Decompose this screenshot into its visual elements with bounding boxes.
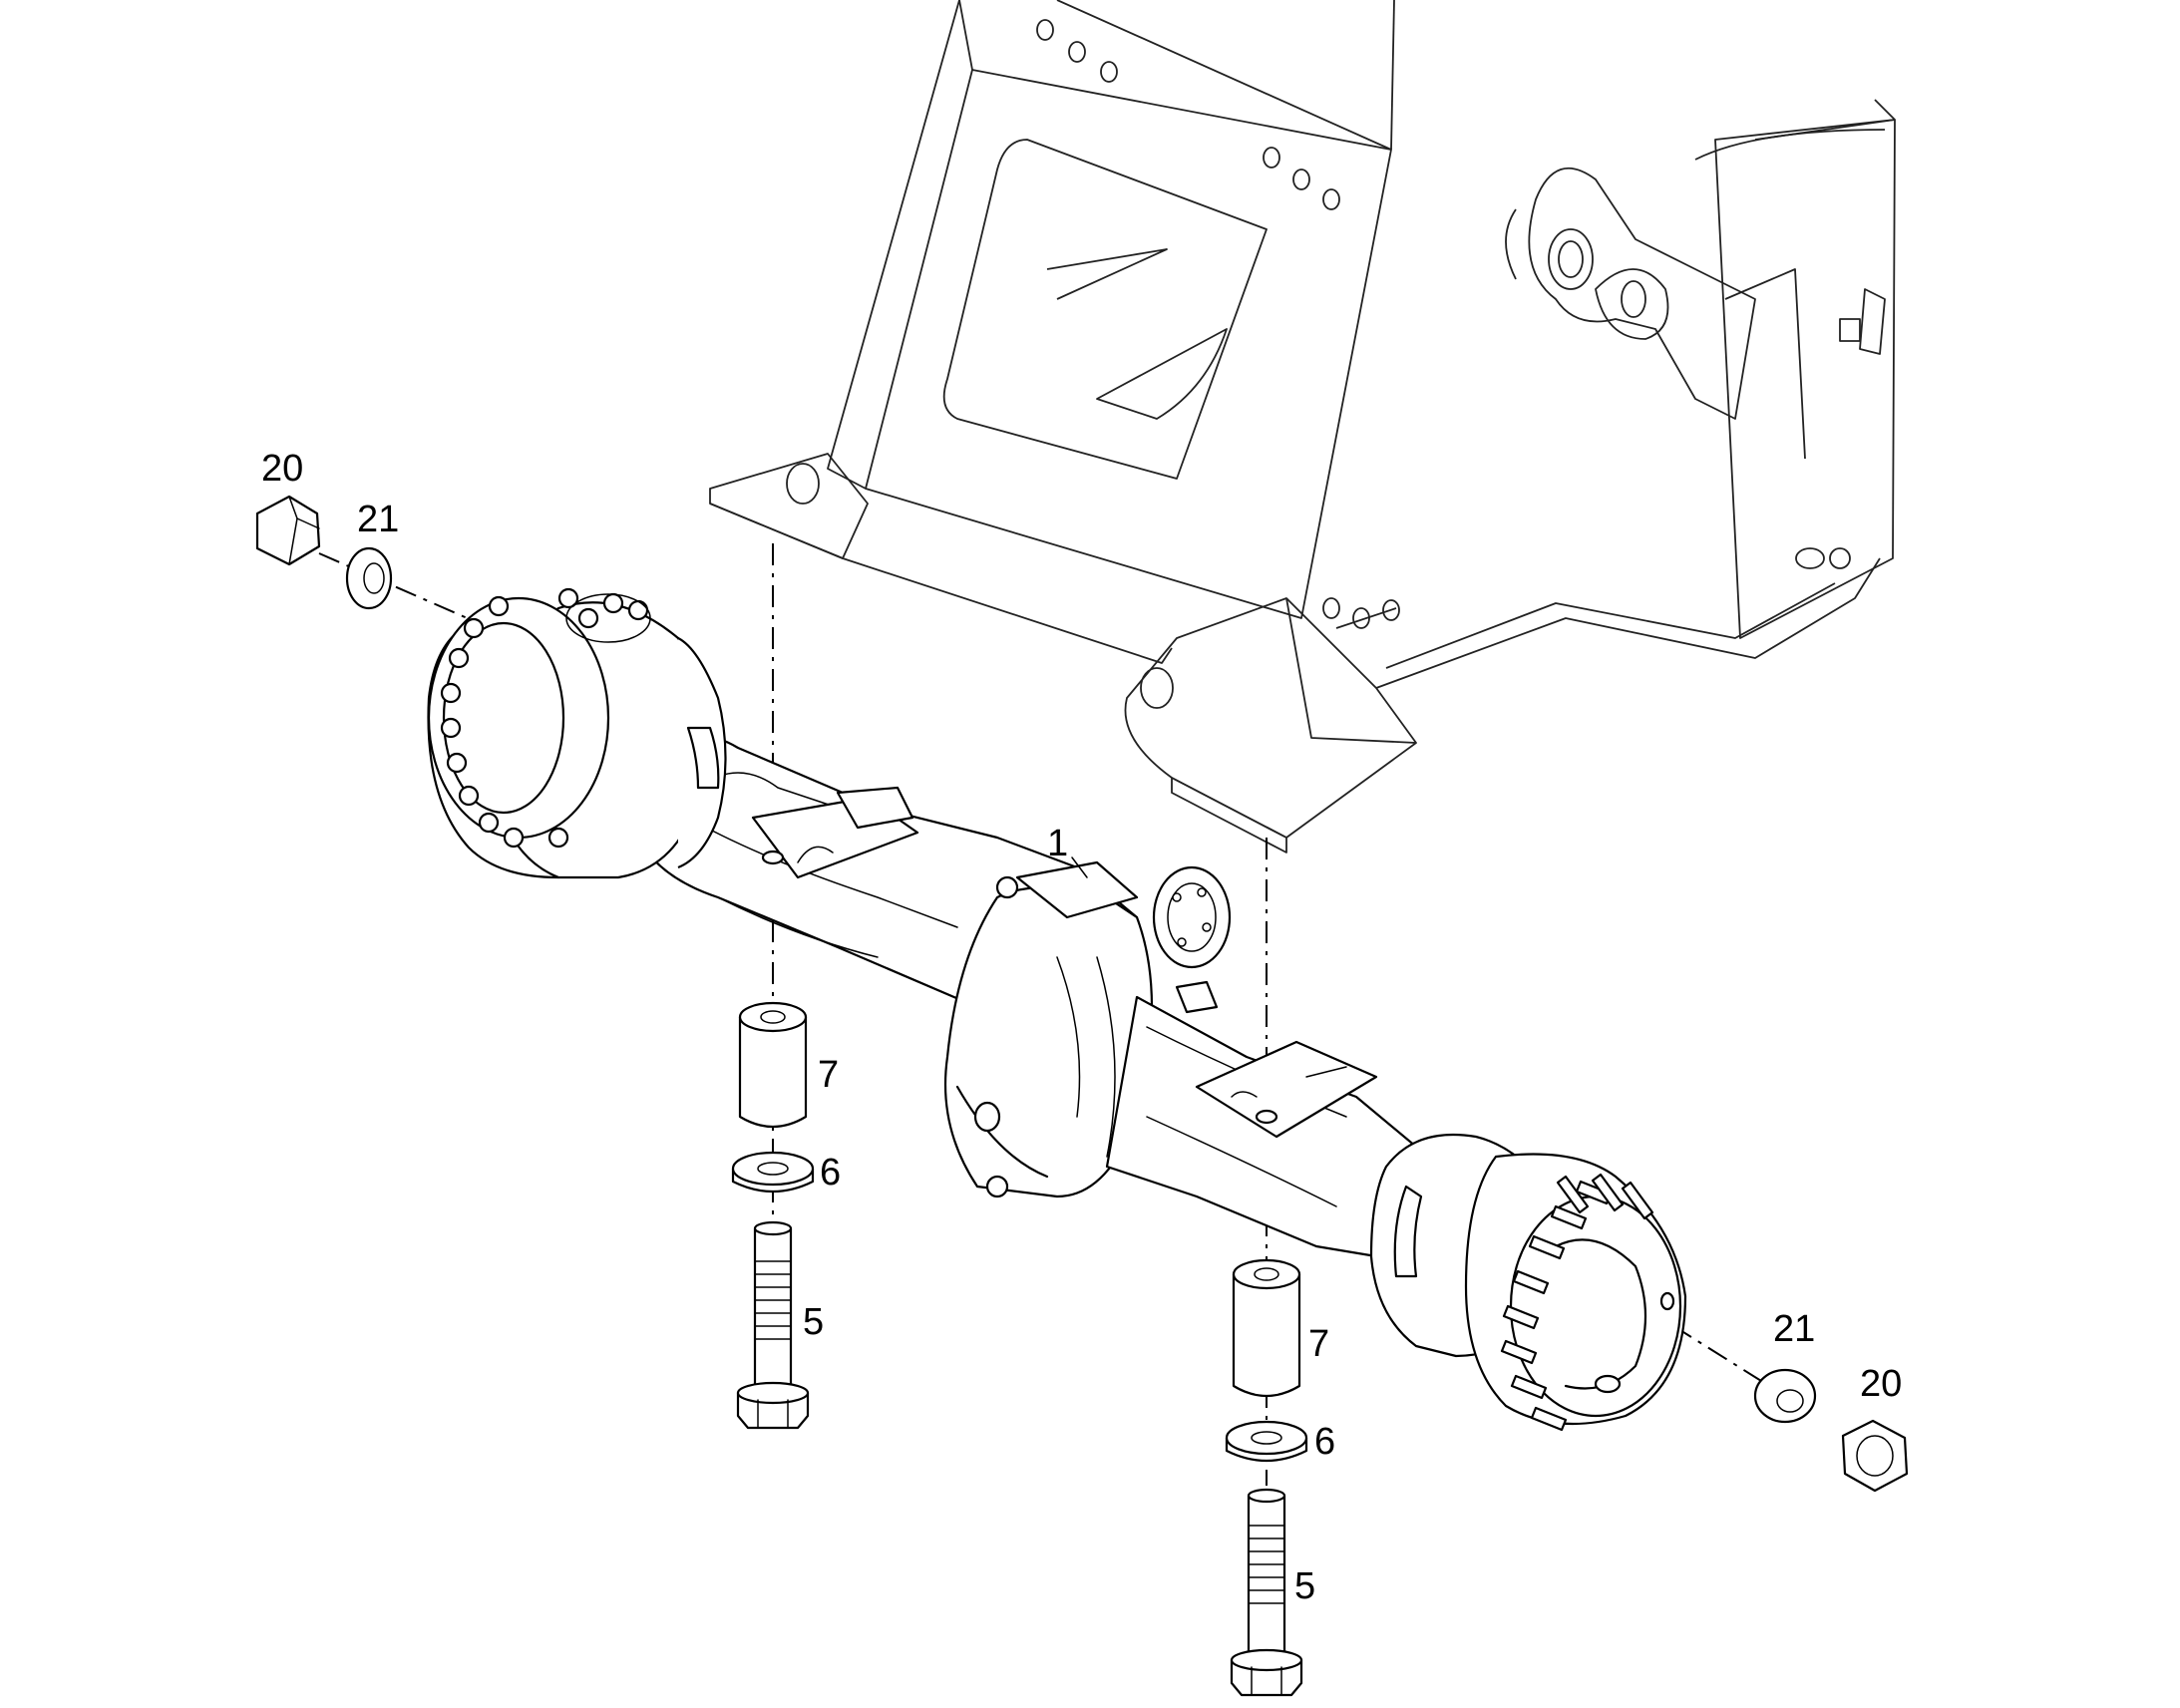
left-hardware: [255, 495, 815, 1430]
callout-sleeve-left: 7: [818, 1054, 839, 1096]
callout-nut-left: 20: [261, 448, 303, 490]
chassis-frame: [709, 0, 1896, 854]
callout-sleeve-right: 7: [1308, 1323, 1329, 1365]
frame-holes: [1036, 19, 1400, 629]
left-hub-studs: [440, 587, 649, 849]
callout-lockwasher-left: 21: [357, 499, 399, 540]
callout-labels: 1 20 21 7 6 5 7 6 5 21 20: [261, 448, 1902, 1607]
lock-washer-right: [1753, 1368, 1817, 1424]
right-hardware: [1225, 1258, 1909, 1697]
callout-bolt-right: 5: [1294, 1565, 1315, 1607]
flat-washer-right: [1225, 1420, 1308, 1463]
sleeve-left: [738, 1001, 808, 1128]
callout-axle: 1: [1047, 823, 1068, 864]
bolt-left: [736, 1220, 810, 1430]
callout-lockwasher-right: 21: [1773, 1308, 1815, 1350]
callout-washer-left: 6: [820, 1152, 841, 1194]
sleeve-right: [1232, 1258, 1301, 1397]
callout-washer-right: 6: [1314, 1421, 1335, 1463]
leader-lines: [1071, 856, 1088, 878]
callout-nut-right: 20: [1860, 1363, 1902, 1405]
callout-bolt-left: 5: [803, 1301, 824, 1343]
right-hub-studs: [1500, 1173, 1654, 1432]
flat-washer-left: [731, 1151, 815, 1194]
nut-left: [255, 495, 321, 566]
left-hub: [427, 587, 727, 879]
nut-right: [1841, 1419, 1909, 1493]
right-hub: [1369, 1133, 1687, 1432]
lock-washer-left: [345, 546, 393, 610]
bolt-right: [1230, 1488, 1303, 1697]
axle-assembly: [427, 587, 1687, 1432]
